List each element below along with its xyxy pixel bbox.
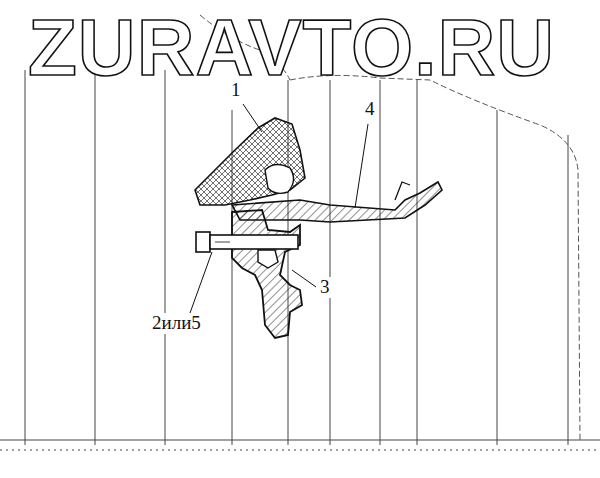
callout-number: 2или5 (150, 313, 203, 334)
seal-lip (265, 164, 294, 193)
plate-edge (395, 182, 410, 200)
flange-profile (232, 210, 302, 338)
flange-groove (258, 250, 278, 268)
bolt-nut (196, 232, 210, 252)
bolt-shank (210, 235, 298, 249)
seal-profile (195, 118, 305, 205)
background-lines (0, 70, 600, 450)
callout-number: 1 (229, 80, 243, 101)
leader-lines (190, 104, 368, 313)
body-outline (290, 75, 580, 440)
callout-number: 4 (363, 99, 377, 120)
watermark: ZURAVTO.RU (28, 8, 555, 88)
callout-number: 3 (318, 277, 332, 298)
